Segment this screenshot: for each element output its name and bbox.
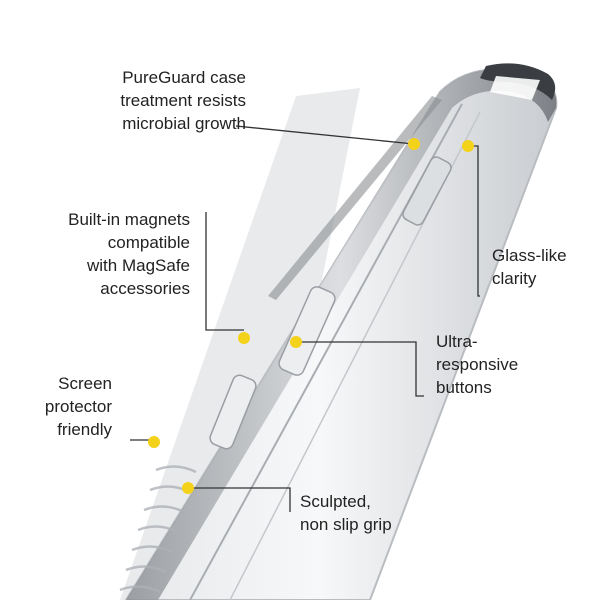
marker-glass	[462, 140, 474, 152]
case-shadow	[120, 88, 360, 600]
marker-screen	[148, 436, 160, 448]
feature-markers	[148, 138, 474, 494]
case-rim	[126, 69, 557, 600]
case-top-window	[490, 76, 540, 100]
feature-label-glass-clarity: Glass-like clarity	[492, 246, 567, 288]
feature-label-grip: Sculpted, non slip grip	[300, 492, 392, 534]
feature-label-pureguard: PureGuard case treatment resists microbi…	[120, 68, 246, 133]
marker-grip	[182, 482, 194, 494]
marker-pureguard	[408, 138, 420, 150]
marker-magnets	[238, 332, 250, 344]
feature-label-screen-protector: Screen protector friendly	[44, 374, 112, 439]
grip-ridges	[119, 465, 197, 594]
feature-label-magnets: Built-in magnets compatible with MagSafe…	[68, 210, 190, 298]
marker-buttons	[290, 336, 302, 348]
case-back-clip	[268, 96, 442, 300]
side-button-top	[402, 156, 452, 226]
feature-label-buttons: Ultra- responsive buttons	[436, 332, 519, 397]
side-button-lower	[209, 374, 257, 450]
side-button-middle	[278, 286, 336, 376]
